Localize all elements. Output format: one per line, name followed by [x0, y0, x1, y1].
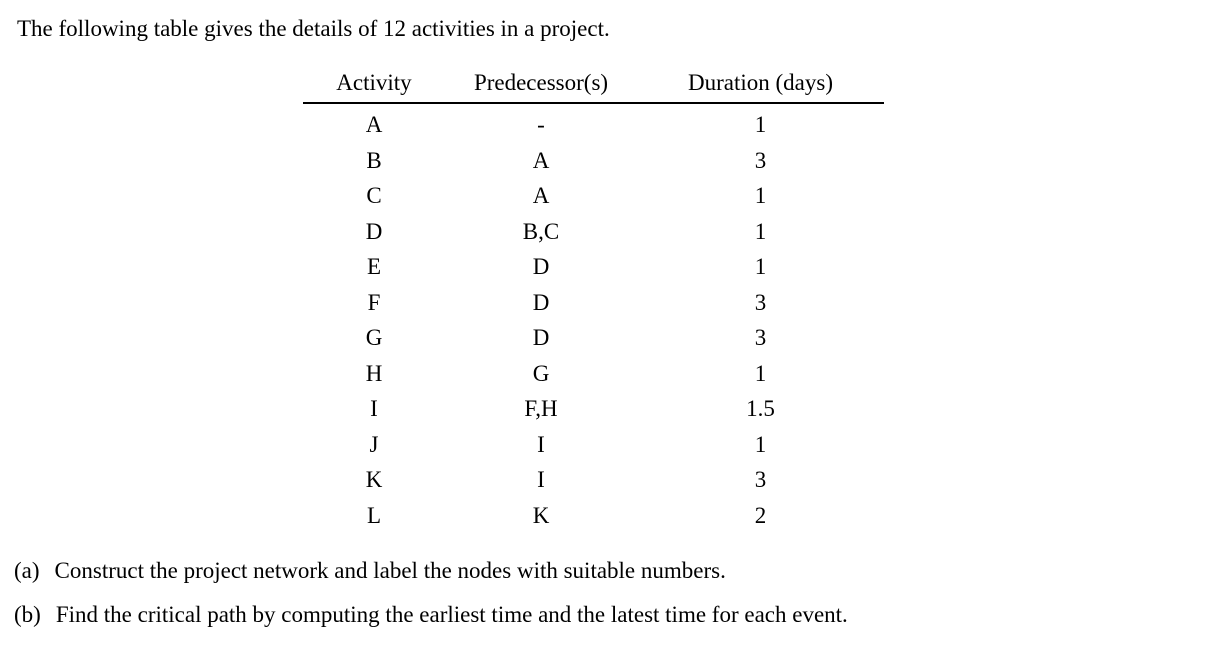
table-cell: 1 [754, 360, 767, 386]
table-cell: A [532, 147, 550, 173]
table-row: H G 1 [303, 356, 884, 392]
table-cell: K [532, 502, 550, 528]
table-cell: 3 [754, 289, 767, 315]
table-cell: F [367, 289, 381, 315]
table-row: L K 2 [303, 498, 884, 534]
questions-list: (a) Construct the project network and la… [14, 555, 1232, 630]
question-a-text: Construct the project network and label … [54, 558, 726, 583]
table-row: D B,C 1 [303, 214, 884, 250]
table-cell: 1 [754, 218, 767, 244]
table-cell: D [532, 289, 550, 315]
table-row: K I 3 [303, 462, 884, 498]
table-row: J I 1 [303, 427, 884, 463]
table-cell: G [365, 325, 383, 350]
question-b-label: (b) [14, 602, 41, 627]
table-cell: E [366, 254, 382, 279]
table-row: G D 3 [303, 320, 884, 356]
table-cell: D [532, 325, 550, 350]
table-row: C A 1 [303, 178, 884, 214]
table-row: I F,H 1.5 [303, 391, 884, 427]
table-cell: L [366, 502, 382, 528]
column-header-duration: Duration (days) [637, 70, 884, 104]
table-cell: H [365, 360, 383, 386]
table-cell: G [532, 360, 550, 386]
activity-table: Activity Predecessor(s) Duration (days) … [303, 70, 884, 533]
question-a-label: (a) [14, 558, 40, 583]
table-header-row: Activity Predecessor(s) Duration (days) [303, 70, 884, 104]
table-cell: C [366, 183, 382, 208]
table-cell: A [365, 112, 383, 137]
column-header-predecessors: Predecessor(s) [445, 70, 637, 104]
table-cell: 2 [754, 502, 767, 528]
table-cell: 1 [754, 254, 767, 279]
question-a: (a) Construct the project network and la… [14, 555, 1232, 586]
table-cell: J [369, 431, 379, 457]
table-cell: B [366, 147, 382, 173]
table-cell: - [537, 112, 545, 137]
question-b-text: Find the critical path by computing the … [55, 602, 848, 627]
table-cell: F,H [524, 396, 558, 421]
table-cell: 1 [754, 112, 767, 137]
intro-text: The following table gives the details of… [17, 16, 610, 41]
table-cell: 1 [754, 431, 767, 457]
table-cell: 1.5 [746, 396, 775, 421]
table-row: E D 1 [303, 249, 884, 285]
table-row: A - 1 [303, 103, 884, 143]
table-cell: 3 [754, 147, 767, 173]
table-row: F D 3 [303, 285, 884, 321]
table-cell: B,C [522, 218, 560, 244]
table-cell: 3 [754, 467, 767, 492]
table-cell: 1 [754, 183, 767, 208]
table-cell: K [365, 467, 383, 492]
table-cell: A [532, 183, 550, 208]
table-cell: I [370, 396, 378, 421]
table-cell: I [537, 431, 545, 457]
column-header-activity: Activity [303, 70, 445, 104]
table-cell: 3 [754, 325, 767, 350]
table-cell: I [537, 467, 545, 492]
table-cell: D [532, 254, 550, 279]
table-cell: D [365, 218, 383, 244]
question-b: (b) Find the critical path by computing … [14, 599, 1232, 630]
table-row: B A 3 [303, 143, 884, 179]
